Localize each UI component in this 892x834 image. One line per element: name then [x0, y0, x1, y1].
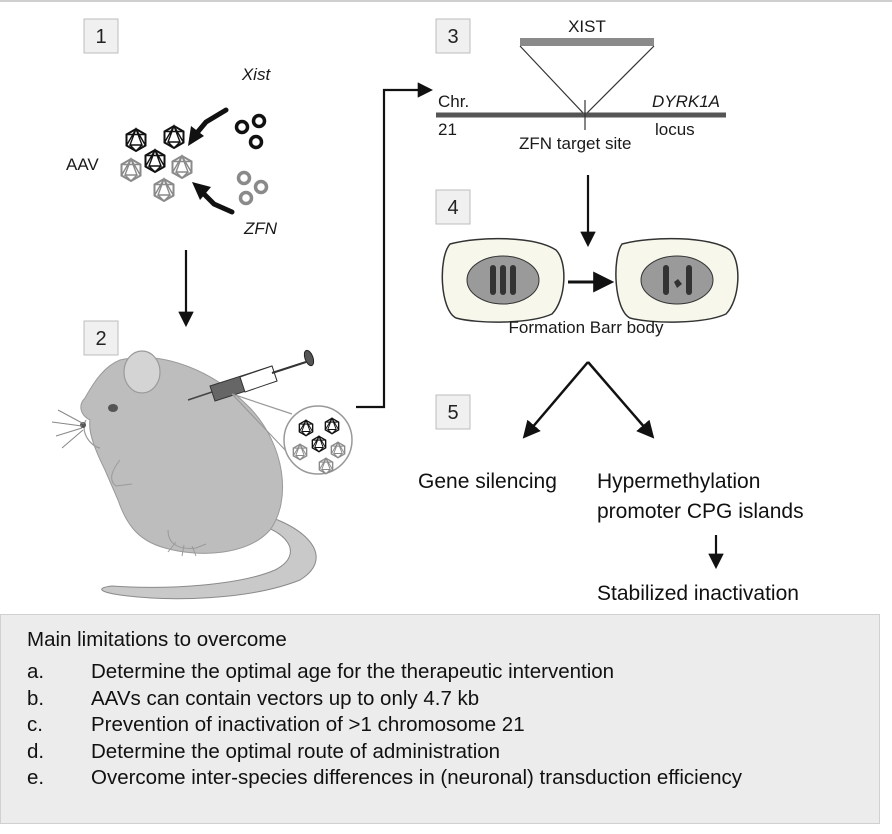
step-number-3: 3: [447, 26, 458, 48]
aav-virus-icon: [120, 158, 142, 182]
step-box-2: 2: [83, 320, 119, 356]
xist-transgene-label: XIST: [568, 17, 606, 36]
zfn-plasmid-icons: [236, 170, 269, 206]
step-box-4: 4: [435, 189, 471, 225]
limitation-text: Determine the optimal route of administr…: [91, 739, 501, 763]
aav-virus-icon: [292, 443, 308, 461]
limitation-item: d. Determine the optimal route of adminis…: [27, 739, 853, 766]
aav-virus-icon: [330, 441, 346, 459]
limitations-title: Main limitations to overcome: [27, 628, 287, 651]
top-rule: [0, 0, 892, 2]
limitation-item: e. Overcome inter-species differences in …: [27, 765, 853, 792]
promoter-cpg-label: promoter CPG islands: [597, 500, 804, 523]
gene-silencing-label: Gene silencing: [418, 470, 557, 493]
syringe-icon: [187, 349, 315, 402]
zfn-plasmid-label: ZFN: [243, 219, 278, 238]
limitation-item: a. Determine the optimal age for the ther…: [27, 659, 853, 686]
insertion-lines: [519, 45, 655, 116]
aav-virus-icon: [311, 435, 327, 453]
limitation-item: c. Prevention of inactivation of >1 chrom…: [27, 712, 853, 739]
step-box-1: 1: [83, 18, 119, 54]
step-number-1: 1: [95, 26, 106, 48]
aav-virus-icon: [171, 155, 193, 179]
aav-virus-icon: [125, 128, 147, 152]
limitation-letter: b.: [27, 686, 45, 710]
hypermethylation-label: Hypermethylation: [597, 470, 760, 493]
aav-label: AAV: [66, 155, 99, 174]
zfn-arrow-head: [192, 182, 211, 200]
xist-arrow-head: [188, 126, 204, 146]
xist-plasmid-icons: [234, 113, 267, 150]
aav-virus-icon: [144, 149, 166, 173]
aav-virus-icon: [318, 457, 334, 475]
zfn-target-site-label: ZFN target site: [519, 134, 631, 153]
barr-body-icon: [674, 279, 682, 288]
arrow-to-hypermethylation: [587, 361, 655, 439]
step-box-3: 3: [435, 18, 471, 54]
arrow-step2-to-step3: [356, 82, 434, 409]
limitations-panel: Main limitations to overcome a. Determine…: [0, 614, 880, 824]
limitation-letter: d.: [27, 739, 45, 763]
chromosome-label: Chr.: [438, 92, 469, 111]
step-number-4: 4: [447, 197, 458, 219]
mouse-illustration: [51, 350, 317, 600]
dyrk1a-gene-label: DYRK1A: [652, 92, 720, 111]
aav-virus-icon: [153, 178, 175, 202]
step-number-5: 5: [447, 402, 458, 424]
limitations-list: a. Determine the optimal age for the ther…: [27, 659, 853, 792]
locus-label: locus: [655, 120, 695, 139]
limitation-letter: e.: [27, 766, 45, 789]
limitation-text: AAVs can contain vectors up to only 4.7 …: [91, 686, 480, 710]
xist-plasmid-label: Xist: [241, 65, 272, 84]
aav-zoom-circle: [283, 405, 353, 475]
limitation-text: Determine the optimal age for the therap…: [91, 660, 615, 683]
cell-after: [615, 237, 739, 323]
limitation-letter: a.: [27, 660, 45, 683]
aav-particle-cluster: [120, 125, 193, 202]
limitation-text: Overcome inter-species differences in (n…: [91, 766, 743, 789]
aav-virus-icon: [324, 417, 340, 435]
zfn-to-aav-arrow: [201, 191, 235, 215]
arrow-to-gene-silencing: [522, 361, 589, 439]
barr-body-caption: Formation Barr body: [509, 318, 664, 337]
xist-transgene-bar: [520, 38, 654, 46]
aav-virus-icon: [298, 419, 314, 437]
step-box-5: 5: [435, 394, 471, 430]
cell-before: [441, 237, 565, 323]
limitation-item: b. AAVs can contain vectors up to only 4.…: [27, 686, 853, 713]
aav-virus-icon: [163, 125, 185, 149]
step-number-2: 2: [95, 328, 106, 350]
limitation-letter: c.: [27, 713, 43, 736]
stabilized-inactivation-label: Stabilized inactivation: [597, 582, 799, 605]
xist-to-aav-arrow: [193, 107, 229, 137]
limitation-text: Prevention of inactivation of >1 chromos…: [91, 713, 525, 736]
chromosome-number: 21: [438, 120, 457, 139]
